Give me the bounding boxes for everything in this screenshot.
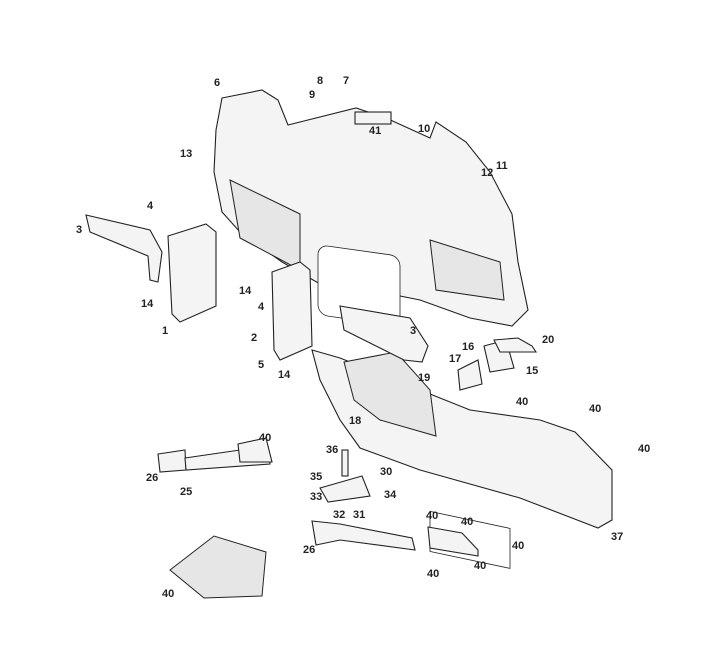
bracket-3-left: [85, 214, 163, 283]
callout: 40: [162, 588, 174, 600]
bracket-3-right: [339, 305, 429, 363]
callout: 17: [449, 353, 461, 365]
latch-17: [457, 359, 483, 391]
catch-33: [319, 475, 371, 503]
callout: 30: [380, 466, 392, 478]
callout: 40: [461, 516, 473, 528]
callout: 37: [611, 531, 623, 543]
callout: 33: [310, 491, 322, 503]
callout: 11: [496, 160, 508, 172]
callout: 1: [162, 325, 168, 337]
callout: 14: [278, 369, 291, 381]
strap-26-left: [157, 449, 187, 473]
callout: 36: [326, 444, 338, 456]
callout: 12: [481, 167, 493, 179]
callout: 8: [317, 75, 323, 87]
callout: 40: [638, 443, 650, 455]
callout: 26: [303, 544, 315, 556]
callout: 41: [369, 125, 381, 137]
strap-40-right: [427, 526, 479, 557]
callout: 32: [333, 509, 345, 521]
callout: 34: [384, 489, 397, 501]
callout: 4: [147, 200, 154, 212]
handle-41: [354, 111, 392, 125]
lever-20: [493, 337, 538, 353]
bracket-2: [271, 261, 313, 361]
callout: 40: [427, 568, 439, 580]
callout: 3: [76, 224, 82, 236]
callout: 15: [526, 365, 538, 377]
callout: 40: [474, 560, 486, 572]
callout: 16: [462, 341, 474, 353]
callout: 6: [214, 77, 220, 89]
bracket-1: [167, 223, 217, 323]
callout: 18: [349, 415, 361, 427]
callout: 14: [141, 298, 154, 310]
callout: 3: [410, 325, 416, 337]
callouts: 6 8 7 9 41 10 13 11 12 4 3 14 1 14 4 2 3…: [76, 75, 650, 600]
callout: 20: [542, 334, 554, 346]
callout: 40: [512, 540, 524, 552]
callout: 5: [258, 359, 264, 371]
strap-26-right: [311, 520, 416, 551]
callout: 19: [418, 372, 430, 384]
spring-36: [341, 449, 349, 477]
callout: 10: [418, 123, 430, 135]
callout: 31: [353, 509, 365, 521]
callout: 14: [239, 285, 252, 297]
callout: 4: [258, 301, 265, 313]
callout: 2: [251, 332, 257, 344]
callout: 25: [180, 486, 192, 498]
callout: 40: [259, 432, 271, 444]
callout: 9: [309, 89, 315, 101]
callout: 40: [516, 396, 528, 408]
strap-40-plate: [237, 437, 273, 463]
callout: 26: [146, 472, 158, 484]
callout: 7: [343, 75, 349, 87]
callout: 13: [180, 148, 192, 160]
callout: 40: [589, 403, 601, 415]
callout: 40: [426, 510, 438, 522]
hardware-bag-40: [169, 535, 267, 599]
callout: 35: [310, 471, 322, 483]
